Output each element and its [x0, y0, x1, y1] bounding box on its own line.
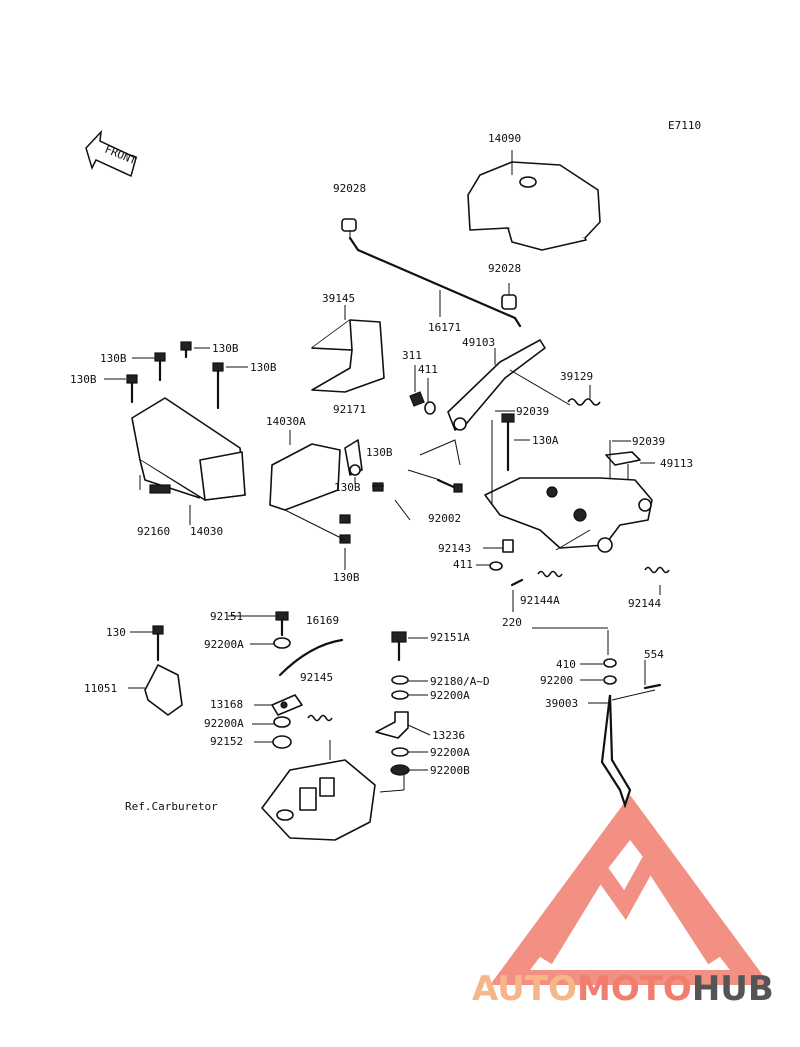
lever-13236 — [375, 711, 409, 739]
rod-16171 — [341, 218, 522, 328]
label-92180: 92180/A~D — [430, 675, 490, 688]
watermark-part2: MOTO — [577, 969, 692, 1009]
washer-92200b — [390, 764, 410, 776]
label-92039-a: 92039 — [516, 405, 549, 418]
spring-92145 — [307, 714, 333, 722]
label-16169: 16169 — [306, 614, 339, 627]
label-92144: 92144 — [628, 597, 661, 610]
label-92200a-1: 92200A — [204, 638, 244, 651]
label-92028-b: 92028 — [488, 262, 521, 275]
label-130b-1: 130B — [100, 352, 127, 365]
leader-lines — [104, 347, 655, 771]
label-13168: 13168 — [210, 698, 243, 711]
label-13236: 13236 — [432, 729, 465, 742]
label-411-b: 411 — [453, 558, 473, 571]
label-220: 220 — [502, 616, 522, 629]
spring-92144 — [644, 566, 670, 595]
label-14030: 14030 — [190, 525, 223, 538]
cable-16169 — [278, 638, 344, 677]
label-130b-2: 130B — [212, 342, 239, 355]
label-92200: 92200 — [540, 674, 573, 687]
label-39129: 39129 — [560, 370, 593, 383]
label-16171: 16171 — [428, 321, 461, 334]
label-92145: 92145 — [300, 671, 333, 684]
rod-39003 — [532, 627, 662, 809]
label-130b-6: 130B — [334, 481, 361, 494]
label-92151a: 92151A — [430, 631, 470, 644]
washer-92200a-4 — [391, 747, 409, 757]
label-411-a: 411 — [418, 363, 438, 376]
lever-13168 — [271, 694, 303, 716]
label-49103: 49103 — [462, 336, 495, 349]
label-14090: 14090 — [488, 132, 521, 145]
label-130b-3: 130B — [70, 373, 97, 386]
label-92028-a: 92028 — [333, 182, 366, 195]
label-92002: 92002 — [428, 512, 461, 525]
spring-39129 — [509, 369, 601, 406]
label-92144a: 92144A — [520, 594, 560, 607]
watermark-text: AUTOMOTOHUB — [472, 969, 774, 1009]
bracket-92171 — [344, 439, 363, 476]
washer-411b — [489, 561, 503, 571]
label-92200a-4: 92200A — [430, 746, 470, 759]
label-410: 410 — [556, 658, 576, 671]
label-130b-4: 130B — [250, 361, 277, 374]
carburetor-base — [261, 740, 405, 841]
watermark-part1: AUTO — [472, 969, 577, 1009]
label-49113: 49113 — [660, 457, 693, 470]
collar-92152 — [272, 735, 292, 749]
label-311: 311 — [402, 349, 422, 362]
label-130b-5: 130B — [366, 446, 393, 459]
watermark-part3: HUB — [692, 969, 774, 1009]
label-130b-7: 130B — [333, 571, 360, 584]
label-39145: 39145 — [322, 292, 355, 305]
label-92143: 92143 — [438, 542, 471, 555]
diagram-code: E7110 — [668, 119, 701, 132]
bracket-11051 — [144, 625, 183, 716]
label-11051: 11051 — [84, 682, 117, 695]
washer-92200a-1 — [273, 637, 291, 649]
pin-220 — [510, 578, 524, 612]
label-92151: 92151 — [210, 610, 243, 623]
reference-label: Ref.Carburetor — [125, 800, 218, 813]
label-554: 554 — [644, 648, 664, 661]
label-130a: 130A — [532, 434, 559, 447]
bolt-92151 — [275, 611, 289, 637]
screw-92002 — [394, 439, 463, 521]
bolt-130b-group — [126, 341, 384, 544]
bolt-92151a — [391, 631, 407, 662]
label-14030a: 14030A — [266, 415, 306, 428]
label-92152: 92152 — [210, 735, 243, 748]
nut-311 — [409, 365, 425, 407]
label-92200a-3: 92200A — [430, 689, 470, 702]
collar-92143 — [502, 539, 514, 553]
label-92171: 92171 — [333, 403, 366, 416]
label-92039-b: 92039 — [632, 435, 665, 448]
label-130: 130 — [106, 626, 126, 639]
bracket-39145 — [311, 305, 385, 393]
front-arrow-icon: FRONT — [85, 129, 139, 178]
washer-411 — [424, 378, 436, 415]
washer-92200a-3 — [391, 690, 409, 700]
watermark-logo — [490, 795, 770, 985]
bracket-14030a — [269, 430, 346, 541]
label-39003: 39003 — [545, 697, 578, 710]
lever-49103 — [447, 339, 546, 431]
washer-92200a-2 — [273, 716, 291, 728]
label-92200b: 92200B — [430, 764, 470, 777]
label-92200a-2: 92200A — [204, 717, 244, 730]
cover-14030 — [131, 397, 246, 525]
spring-92144a — [537, 529, 591, 578]
bracket-49113 — [484, 413, 653, 553]
label-92160: 92160 — [137, 525, 170, 538]
cover-14090 — [467, 150, 601, 251]
shim-92180 — [391, 675, 409, 685]
